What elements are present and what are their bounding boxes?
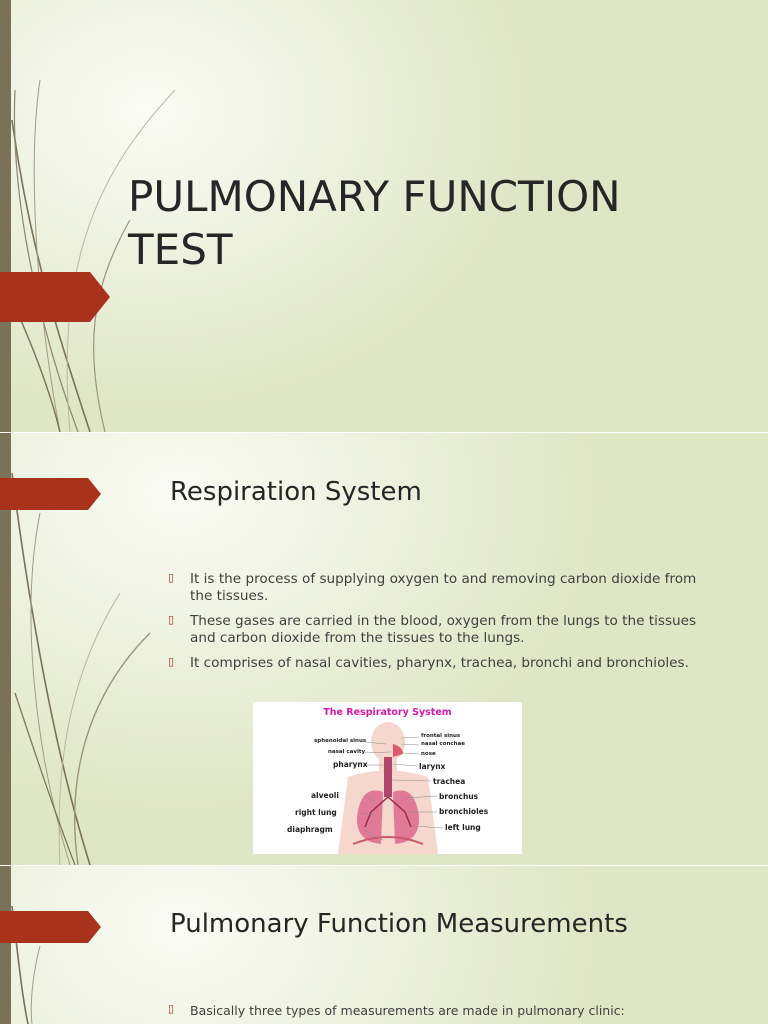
respiratory-system-figure: The Respiratory System xyxy=(253,702,522,854)
label-bronchus: bronchus xyxy=(439,792,479,801)
label-alveoli: alveoli xyxy=(311,791,339,800)
label-nasal-conchae: nasal conchae xyxy=(421,741,465,747)
label-diaphragm: diaphragm xyxy=(287,825,333,834)
bullet-marker-icon: ▯ xyxy=(168,571,175,584)
arrow-tag-icon xyxy=(0,272,110,322)
list-item: ▯These gases are carried in the blood, o… xyxy=(168,613,697,646)
list-item: ▯It is the process of supplying oxygen t… xyxy=(168,571,697,604)
title-line-2: TEST xyxy=(128,225,233,274)
label-left-lung: left lung xyxy=(445,823,481,832)
side-bar xyxy=(0,433,11,865)
anatomy-illustration xyxy=(338,722,444,854)
bullet-list: ▯Basically three types of measurements a… xyxy=(168,1002,708,1024)
label-larynx: larynx xyxy=(419,762,446,771)
bullet-marker-icon: ▯ xyxy=(168,613,175,626)
list-item: ▯Basically three types of measurements a… xyxy=(168,1002,625,1018)
label-nasal-cavity: nasal cavity xyxy=(328,749,366,755)
decorative-swirl xyxy=(11,472,151,865)
bullet-marker-icon: ▯ xyxy=(168,1002,175,1015)
slide-heading: Respiration System xyxy=(170,477,422,507)
side-bar xyxy=(0,866,11,1024)
label-sphenoidal-sinus: sphenoidal sinus xyxy=(314,738,367,744)
label-frontal-sinus: frontal sinus xyxy=(421,733,461,739)
label-trachea: trachea xyxy=(433,777,466,786)
bullet-marker-icon: ▯ xyxy=(168,655,175,668)
slide-separator xyxy=(0,865,768,866)
label-nose: nose xyxy=(421,751,436,757)
label-bronchioles: bronchioles xyxy=(439,807,489,816)
title-line-1: PULMONARY FUNCTION xyxy=(128,172,621,221)
figure-title: The Respiratory System xyxy=(323,707,452,718)
label-pharynx: pharynx xyxy=(333,760,368,769)
bullet-list: ▯It is the process of supplying oxygen t… xyxy=(168,571,708,680)
slide-title: PULMONARY FUNCTION TEST xyxy=(0,0,768,432)
slide-title-text: PULMONARY FUNCTION TEST xyxy=(128,170,728,276)
slide-separator xyxy=(0,432,768,433)
list-item: ▯It comprises of nasal cavities, pharynx… xyxy=(168,655,689,671)
arrow-tag-icon xyxy=(0,478,101,510)
slide-measurements: Pulmonary Function Measurements ▯Basical… xyxy=(0,866,768,1024)
arrow-tag-icon xyxy=(0,911,101,943)
slide-respiration: Respiration System ▯It is the process of… xyxy=(0,433,768,865)
slide-heading: Pulmonary Function Measurements xyxy=(170,909,628,939)
label-right-lung: right lung xyxy=(295,808,337,817)
side-bar xyxy=(0,0,11,432)
